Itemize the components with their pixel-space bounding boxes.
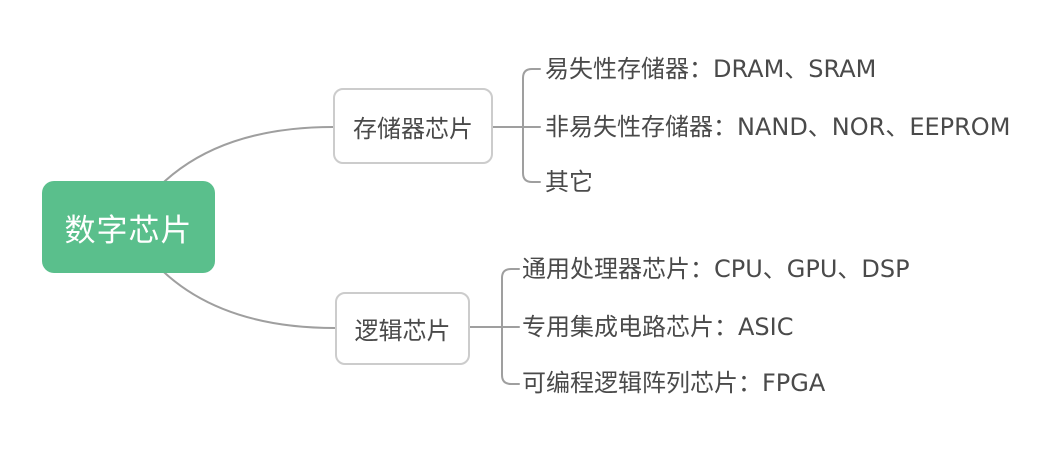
leaf-nonvolatile-memory[interactable]: 非易失性存储器：NAND、NOR、EEPROM — [545, 113, 1011, 141]
root-node-digital-chip[interactable]: 数字芯片 — [42, 181, 215, 273]
leaf-memory-others[interactable]: 其它 — [545, 168, 593, 196]
leaf-asic[interactable]: 专用集成电路芯片：ASIC — [522, 313, 794, 341]
branch-node-memory-chip[interactable]: 存储器芯片 — [333, 88, 493, 164]
leaf-general-processor[interactable]: 通用处理器芯片：CPU、GPU、DSP — [522, 255, 910, 283]
branch-node-logic-chip[interactable]: 逻辑芯片 — [335, 292, 470, 365]
connector-logic-bracket — [501, 268, 520, 385]
connector-memory-bracket — [522, 68, 541, 183]
leaf-volatile-memory[interactable]: 易失性存储器：DRAM、SRAM — [545, 55, 877, 83]
leaf-fpga[interactable]: 可编程逻辑阵列芯片：FPGA — [522, 369, 826, 397]
